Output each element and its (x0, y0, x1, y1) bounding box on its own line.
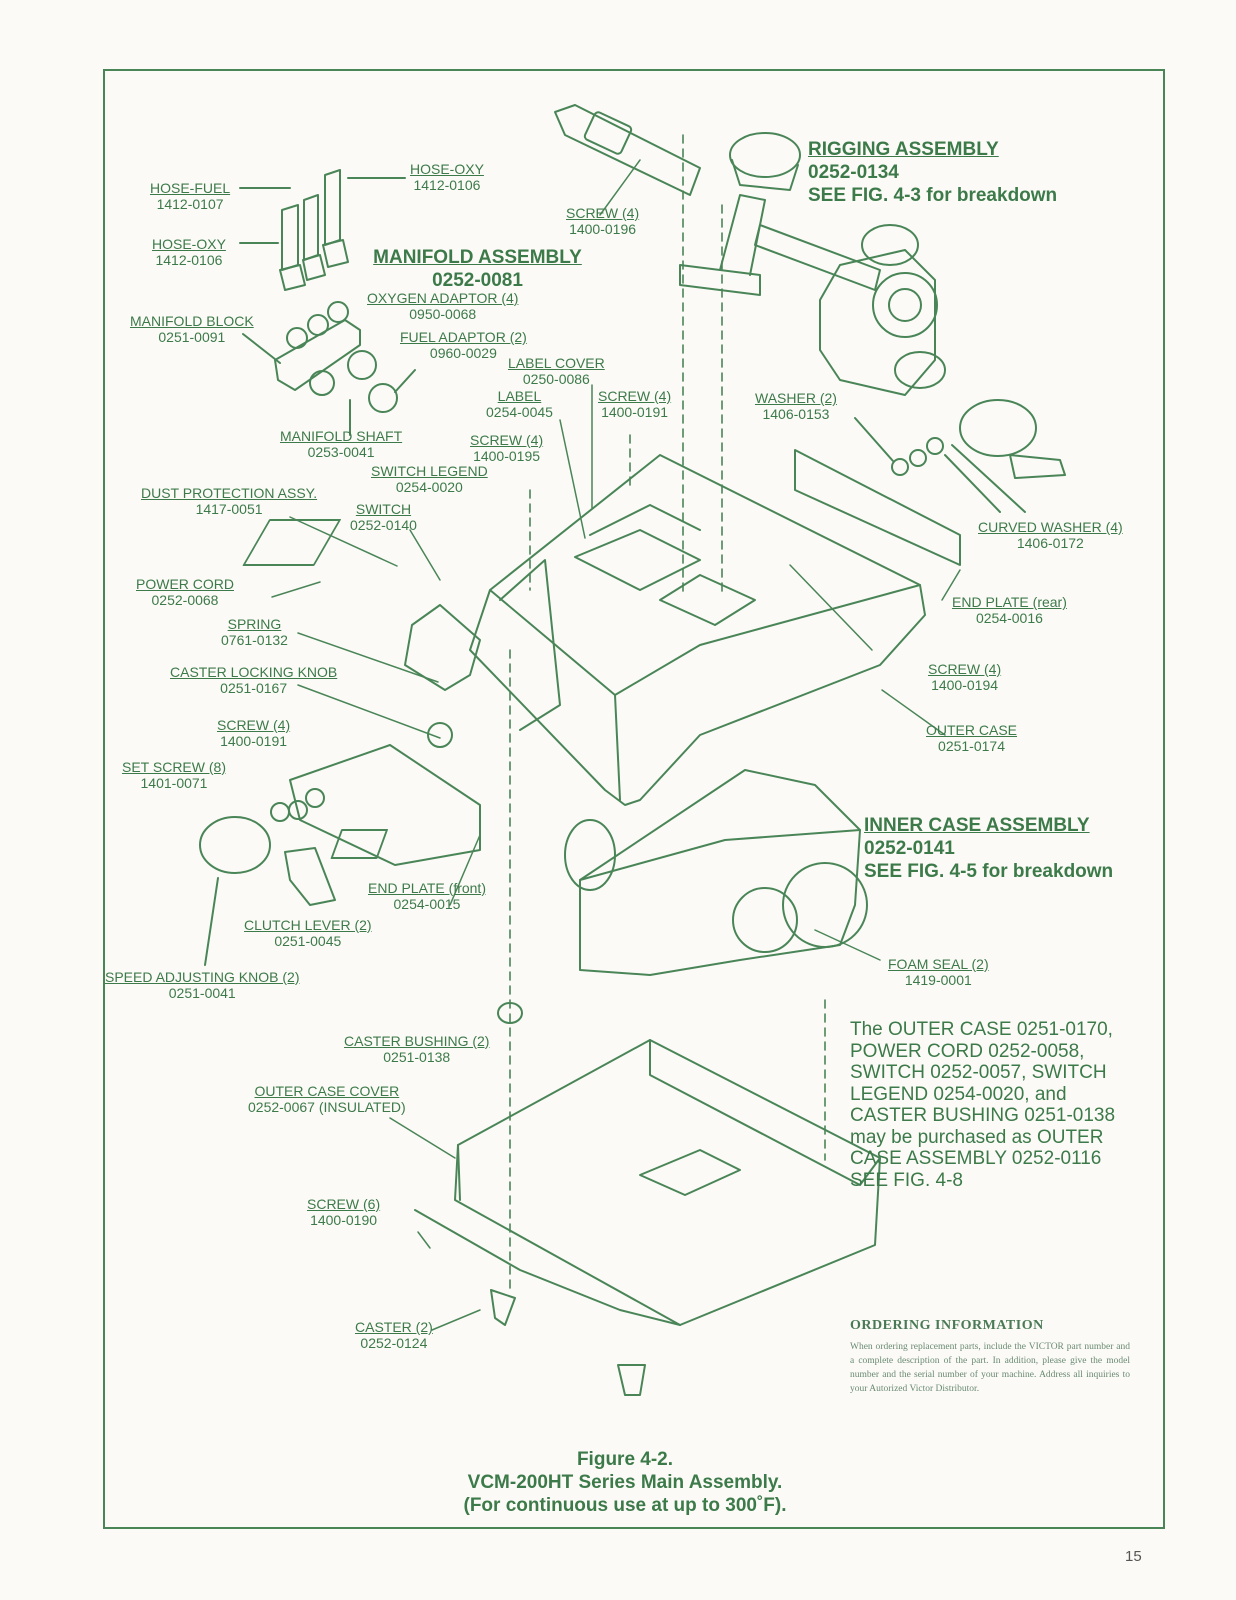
label-speed-adjusting-knob: SPEED ADJUSTING KNOB (2)0251-0041 (105, 969, 300, 1001)
outer-case-assembly-note: The OUTER CASE 0251-0170,POWER CORD 0252… (850, 1019, 1116, 1191)
page-number: 15 (1125, 1548, 1142, 1565)
label-curved-washer: CURVED WASHER (4)1406-0172 (978, 519, 1123, 551)
label-screw-190: SCREW (6)1400-0190 (307, 1196, 381, 1228)
label-fuel-adaptor: FUEL ADAPTOR (2)0960-0029 (400, 329, 527, 361)
figure-caption: Figure 4-2.VCM-200HT Series Main Assembl… (463, 1449, 787, 1516)
inner-case-art (330, 769, 868, 976)
assembly-dashed-lines (509, 134, 826, 1291)
end-plate-front-art (199, 722, 481, 966)
label-clutch-lever: CLUTCH LEVER (2)0251-0045 (244, 917, 372, 949)
label-set-screw: SET SCREW (8)1401-0071 (122, 759, 226, 791)
figure-frame (103, 69, 1165, 1529)
outer-case-art (242, 449, 961, 806)
label-screw-rigging: SCREW (4)1400-0196 (566, 205, 640, 237)
leader-lines (271, 159, 961, 1331)
label-screw-195: SCREW (4)1400-0195 (470, 432, 544, 464)
label-end-plate-front: END PLATE (front)0254-0015 (368, 880, 486, 912)
label-caster: CASTER (2)0252-0124 (355, 1319, 433, 1351)
label-washer: WASHER (2)1406-0153 (755, 390, 837, 422)
label-screw-left: SCREW (4)1400-0191 (217, 717, 291, 749)
ordering-heading: ORDERING INFORMATION (850, 1318, 1044, 1333)
label-end-plate-rear: END PLATE (rear)0254-0016 (952, 594, 1067, 626)
outer-case-cover-art (414, 1002, 881, 1396)
ordering-information: ORDERING INFORMATION When ordering repla… (850, 1318, 1130, 1396)
rigging-assembly-art (554, 104, 946, 396)
label-dust-protection: DUST PROTECTION ASSY.1417-0051 (141, 485, 318, 517)
ordering-body: When ordering replacement parts, include… (850, 1342, 1130, 1394)
manifold-art (239, 169, 416, 436)
label-oxygen-adaptor: OXYGEN ADAPTOR (4)0950-0068 (367, 290, 519, 322)
label-screw-top-mid: SCREW (4)1400-0191 (598, 388, 672, 420)
label-screw-194: SCREW (4)1400-0194 (928, 661, 1002, 693)
label-foam-seal: FOAM SEAL (2)1419-0001 (888, 956, 989, 988)
label-caster-bushing: CASTER BUSHING (2)0251-0138 (344, 1033, 490, 1065)
washer-knob-art (854, 399, 1066, 513)
